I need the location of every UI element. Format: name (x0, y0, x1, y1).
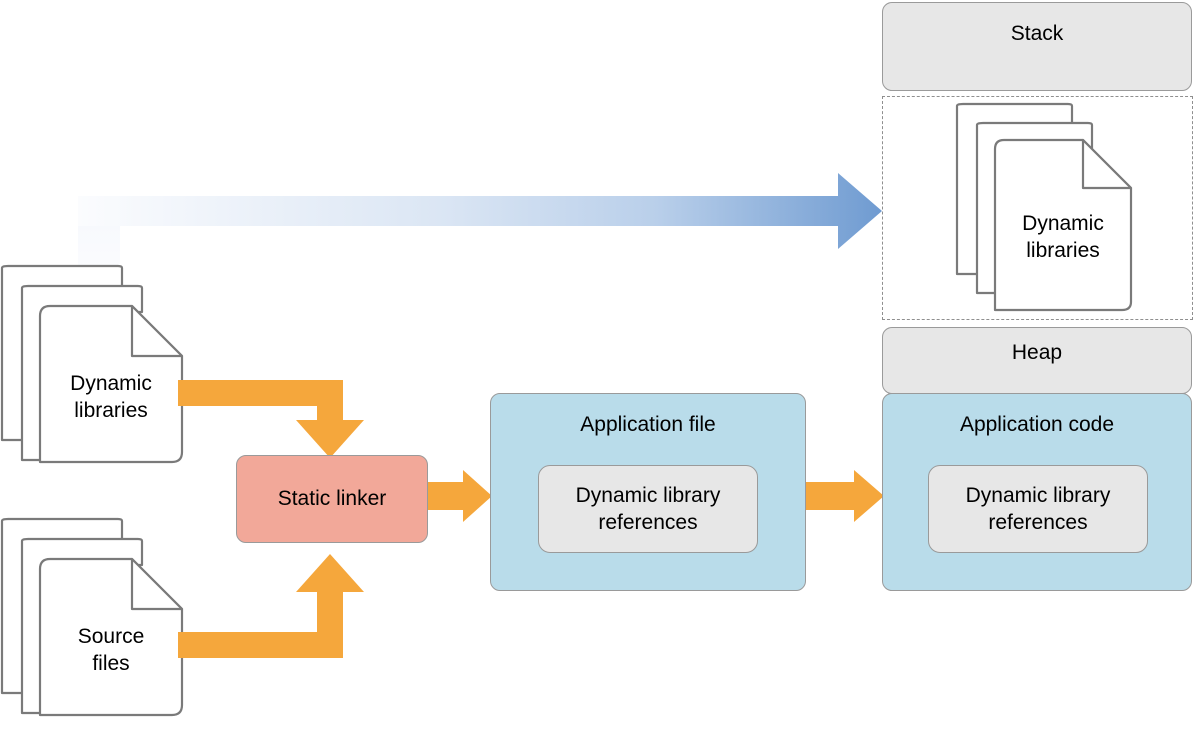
stack-box[interactable]: Stack (882, 2, 1192, 91)
stack-label: Stack (1010, 22, 1064, 45)
source-files-label: Source files (77, 625, 145, 675)
document-fold (130, 304, 184, 358)
application-code-label: Application code (959, 413, 1115, 436)
static-linker-label: Static linker (277, 487, 387, 510)
heap-label: Heap (1011, 341, 1063, 364)
arrow-linker-to-appfile (428, 470, 492, 522)
blue-arrow-tail (78, 196, 120, 288)
dynamic-libraries-source-label: Dynamic libraries (70, 372, 152, 422)
dynamic-libraries-memory-label: Dynamic libraries (1022, 212, 1104, 262)
dynamic-libraries-memory-region (882, 96, 1193, 320)
arrow-appfile-to-appcode (806, 470, 884, 522)
application-code-dynamic-library-references[interactable]: Dynamic library references (928, 465, 1148, 553)
application-file-inner-label: Dynamic library references (575, 484, 721, 534)
blue-arrow-shaft-head (78, 173, 882, 249)
application-file-label: Application file (580, 413, 716, 436)
application-code-inner-label: Dynamic library references (965, 484, 1111, 534)
document-fold (130, 557, 184, 611)
application-file-dynamic-library-references[interactable]: Dynamic library references (538, 465, 758, 553)
arrow-sources-to-linker (178, 554, 364, 658)
heap-box[interactable]: Heap (882, 327, 1192, 394)
static-linker-box[interactable]: Static linker (236, 455, 428, 543)
arrow-dynlibs-to-linker (178, 380, 364, 458)
